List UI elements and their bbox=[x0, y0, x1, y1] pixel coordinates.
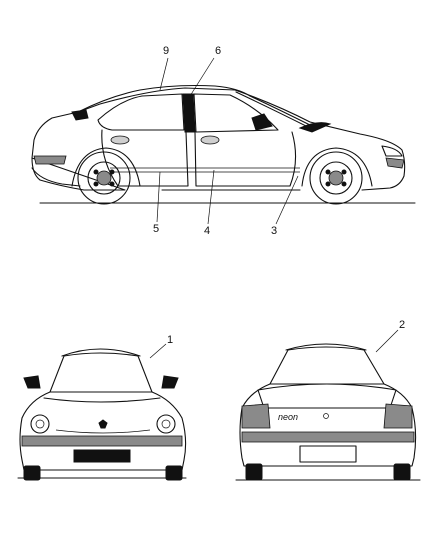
callout-5: 5 bbox=[153, 223, 159, 235]
rear-emblem-icon bbox=[323, 413, 329, 419]
rear-window bbox=[269, 346, 385, 385]
callout-3: 3 bbox=[271, 225, 277, 237]
leader-line-6 bbox=[189, 57, 215, 97]
front-left-headlight-inner bbox=[35, 419, 45, 429]
leader-line-4 bbox=[207, 169, 215, 225]
rear-rim-hole bbox=[109, 181, 115, 187]
rear-rim bbox=[87, 161, 121, 195]
side-front-window bbox=[193, 93, 279, 133]
front-rim-hole bbox=[341, 169, 347, 175]
leader-line-2 bbox=[375, 329, 399, 353]
rear-rim-hole bbox=[93, 169, 99, 175]
leader-line-1 bbox=[149, 343, 167, 359]
rear-right-tire bbox=[393, 463, 411, 481]
rear-body-outline bbox=[239, 383, 417, 467]
front-badge-icon bbox=[98, 419, 108, 429]
side-rear-bumper bbox=[31, 167, 81, 187]
rear-roof bbox=[285, 343, 367, 351]
front-license-plate bbox=[73, 449, 131, 463]
side-tail-light bbox=[33, 155, 67, 165]
front-left-tire bbox=[23, 465, 41, 481]
side-rear-spoiler bbox=[71, 109, 89, 121]
rear-left-tire bbox=[245, 463, 263, 481]
side-view-car: 9 6 5 4 3 bbox=[31, 45, 416, 237]
rear-license-plate bbox=[299, 445, 357, 463]
leader-line-3 bbox=[275, 175, 299, 225]
side-b-pillar bbox=[182, 93, 196, 133]
front-tire bbox=[309, 151, 363, 205]
front-view-car: 1 bbox=[17, 334, 187, 481]
side-body-outline bbox=[31, 87, 406, 191]
side-front-marker bbox=[385, 157, 405, 169]
front-rim-hole bbox=[341, 181, 347, 187]
front-rim-hole bbox=[325, 181, 331, 187]
rear-rim-hole bbox=[109, 169, 115, 175]
front-roof bbox=[61, 348, 141, 357]
front-right-headlight-inner bbox=[161, 419, 171, 429]
side-windshield bbox=[235, 91, 311, 129]
front-right-headlight bbox=[156, 414, 176, 434]
side-rear-window bbox=[97, 93, 185, 131]
callout-9: 9 bbox=[163, 45, 169, 57]
rear-right-tail-light bbox=[383, 403, 413, 429]
side-mirror bbox=[251, 113, 273, 131]
callout-4: 4 bbox=[204, 225, 210, 237]
rear-view-car: neon 2 bbox=[235, 319, 421, 481]
side-rear-wheel bbox=[71, 147, 141, 205]
leader-line-9 bbox=[159, 57, 169, 91]
side-roof bbox=[77, 84, 313, 127]
front-wheel-arch bbox=[301, 147, 373, 187]
side-front-wheel bbox=[301, 147, 373, 205]
side-rear-door-handle bbox=[110, 135, 130, 145]
callout-6: 6 bbox=[215, 45, 221, 57]
front-grille bbox=[55, 429, 151, 434]
front-right-tire bbox=[165, 465, 183, 481]
rear-brand-badge: neon bbox=[278, 412, 298, 422]
rear-bumper-trim bbox=[241, 431, 415, 443]
front-left-headlight bbox=[30, 414, 50, 434]
side-headlight bbox=[381, 145, 403, 157]
front-hood-line bbox=[43, 397, 161, 403]
front-rim-hole bbox=[325, 169, 331, 175]
rear-trunk-lid bbox=[257, 383, 397, 409]
callout-1: 1 bbox=[167, 334, 173, 346]
rear-tire bbox=[77, 151, 131, 205]
front-windshield bbox=[49, 352, 153, 393]
leader-line-5 bbox=[156, 171, 161, 223]
rear-wheel-arch bbox=[71, 147, 141, 187]
side-cowl bbox=[298, 122, 332, 133]
side-front-door-outline bbox=[194, 131, 297, 187]
side-front-door-handle bbox=[200, 135, 220, 145]
front-hub bbox=[328, 170, 344, 186]
front-body-outline bbox=[19, 391, 187, 471]
front-rim bbox=[319, 161, 353, 195]
callout-2: 2 bbox=[399, 319, 405, 331]
rear-left-tail-light bbox=[241, 403, 271, 429]
front-right-mirror bbox=[161, 375, 179, 389]
rear-hub bbox=[96, 170, 112, 186]
front-bumper-trim bbox=[21, 435, 183, 447]
rear-rim-hole bbox=[93, 181, 99, 187]
front-left-mirror bbox=[23, 375, 41, 389]
